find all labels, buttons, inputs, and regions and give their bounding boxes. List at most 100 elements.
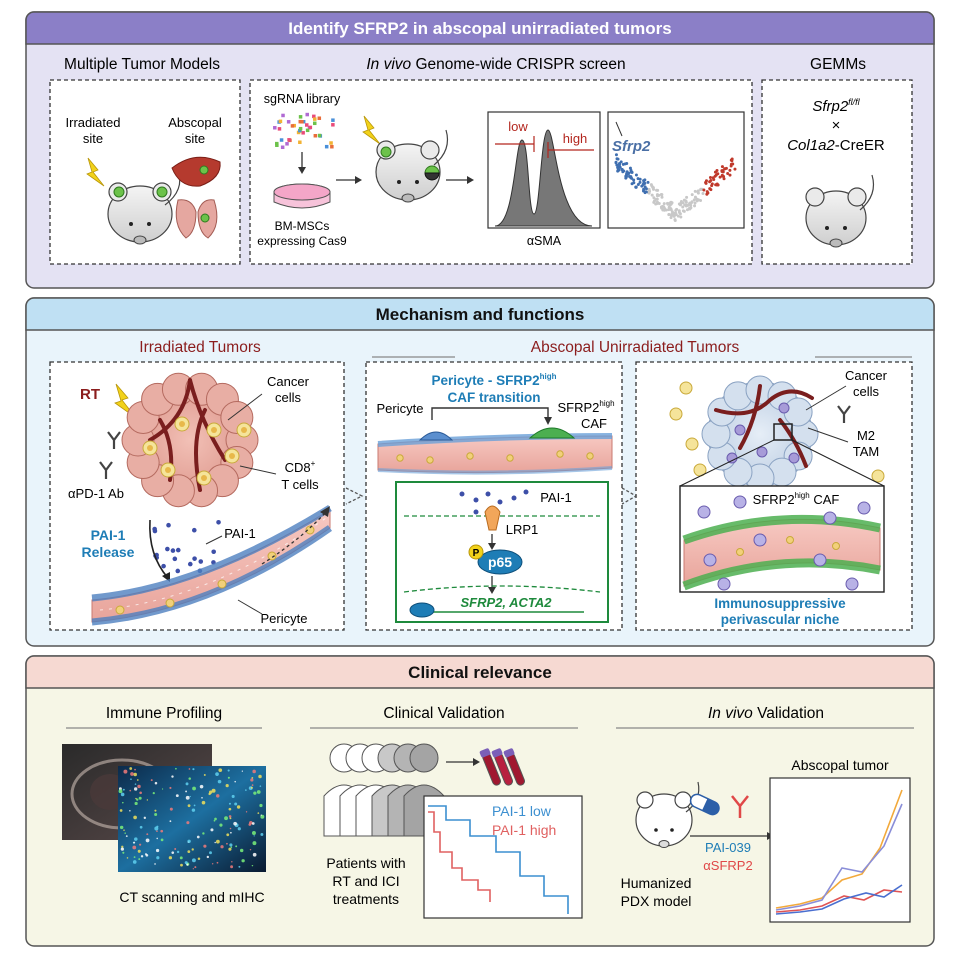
t-cell-nucleus	[201, 475, 207, 481]
volcano-dot	[702, 188, 706, 192]
sgrna-dot	[298, 126, 303, 131]
volcano-dot	[713, 170, 717, 174]
mihc-cell	[239, 848, 244, 853]
volcano-dot	[684, 199, 688, 203]
mihc-cell	[187, 839, 191, 843]
tcell-leader-line	[239, 465, 277, 475]
irradiated-tumors-title: Irradiated Tumors	[139, 339, 261, 356]
volcano-dot	[679, 215, 683, 219]
volcano-dot	[628, 174, 632, 178]
mihc-cell	[225, 784, 229, 788]
volcano-dot	[643, 191, 647, 195]
crispr-screen-title: In vivo Genome-wide CRISPR screen	[366, 56, 625, 73]
sgrna-dot	[298, 128, 302, 133]
volcano-dot	[644, 187, 648, 191]
target-genes-label: SFRP2, ACTA2	[460, 595, 552, 610]
petri-dish-icon	[273, 183, 331, 209]
col1a2-creer-label: Col1a2-CreER	[787, 137, 885, 154]
volcano-dot	[676, 214, 680, 218]
transition-arrow	[431, 407, 549, 420]
patients-label-2: RT and ICI	[332, 873, 399, 889]
volcano-dot	[669, 202, 673, 206]
mihc-cell	[130, 778, 132, 781]
mihc-cell	[216, 861, 219, 864]
volcano-dot	[692, 198, 696, 202]
zoom-line-left	[679, 439, 775, 487]
tam-cell	[788, 452, 800, 464]
volcano-dot	[636, 183, 640, 187]
mihc-cell	[227, 769, 230, 772]
mihc-cell	[132, 860, 137, 864]
volcano-dot	[677, 209, 681, 213]
tam-cell	[756, 446, 768, 458]
liver-icon	[171, 156, 221, 187]
tam-cell	[857, 501, 871, 515]
mihc-cell	[187, 850, 191, 854]
release-arrow	[149, 519, 169, 579]
pai1-dot	[172, 556, 178, 562]
sgrna-dot	[296, 130, 301, 135]
volcano-dot	[699, 187, 703, 191]
mihc-cell	[214, 841, 216, 844]
volcano-dot	[651, 186, 655, 190]
blood-cell	[165, 598, 175, 608]
mihc-cell	[138, 796, 142, 800]
volcano-dot	[649, 183, 653, 187]
mihc-cell	[145, 838, 150, 843]
p65-icon	[477, 549, 523, 575]
sgrna-dot	[290, 124, 295, 128]
lung-icon	[175, 199, 218, 239]
mihc-cell	[124, 832, 126, 834]
mihc-cell	[156, 830, 158, 832]
mihc-cell	[197, 857, 201, 860]
mihc-cell	[189, 795, 191, 798]
volcano-dot	[708, 180, 712, 184]
t-cell-nucleus	[165, 467, 171, 473]
volcano-dot	[687, 207, 691, 211]
abscopal-site-label-2: site	[185, 131, 205, 146]
mihc-cell	[179, 856, 183, 860]
sgrna-dot	[308, 125, 313, 130]
volcano-dot	[665, 201, 669, 205]
sgrna-dot	[312, 121, 317, 126]
mihc-cell	[252, 769, 256, 774]
pai1-dot	[523, 489, 529, 495]
mihc-cell	[203, 844, 207, 848]
mihc-cell	[187, 804, 191, 808]
t-cell	[679, 381, 693, 395]
mihc-cell	[134, 837, 138, 841]
mihc-image	[118, 766, 266, 872]
mihc-cell	[120, 792, 125, 797]
irradiated-tumor-icon	[121, 372, 259, 508]
volcano-dot	[710, 184, 714, 188]
mihc-cell	[133, 841, 136, 844]
zoom-line-right	[791, 439, 885, 487]
sgrna-dot	[301, 119, 306, 124]
cd8-label: CD8+	[285, 459, 316, 475]
volcano-dot	[669, 216, 673, 220]
mihc-cell	[259, 785, 262, 787]
tam-cell	[717, 577, 731, 591]
sgrna-dot	[298, 140, 302, 145]
arrowhead-sgrna	[298, 167, 306, 174]
pai1-label: PAI-1	[224, 526, 256, 541]
lightning-icon	[86, 157, 105, 187]
mihc-cell	[137, 784, 141, 789]
mihc-cell	[123, 829, 125, 831]
mihc-cell	[192, 768, 195, 771]
gemms-title: GEMMs	[810, 56, 866, 73]
cross-symbol: ×	[832, 117, 841, 134]
sgrna-dot	[312, 114, 316, 119]
mihc-cell	[160, 829, 164, 833]
panel-identify: Identify SFRP2 in abscopal unirradiated …	[25, 11, 935, 289]
pai1-dot	[485, 491, 491, 497]
dashed-arrowhead	[320, 506, 330, 517]
mihc-cell	[122, 851, 125, 854]
mihc-cell	[156, 837, 158, 840]
mihc-cell	[231, 861, 233, 863]
volcano-dot	[681, 205, 685, 209]
t-cell-nucleus	[147, 445, 153, 451]
panel2-title: Mechanism and functions	[376, 305, 585, 324]
mihc-cell	[260, 832, 264, 836]
